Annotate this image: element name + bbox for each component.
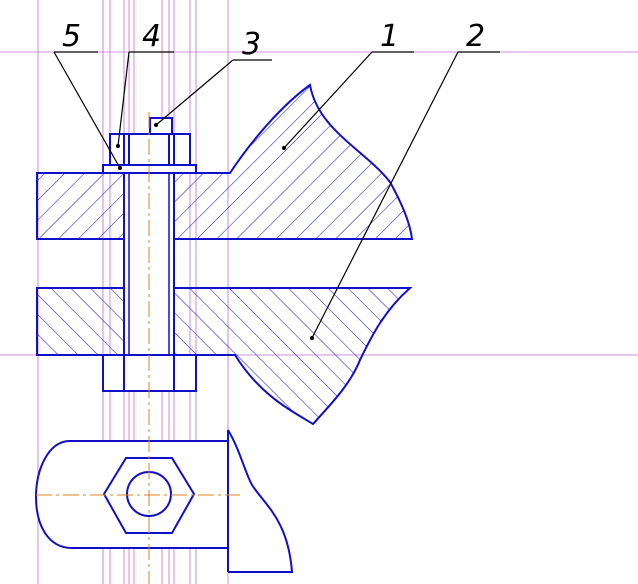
leader-dot-2: [310, 336, 314, 340]
leader-lines: [53, 51, 500, 339]
callout-label-2: 2: [466, 19, 485, 54]
leader-dot-1: [282, 146, 286, 150]
callout-label-3: 3: [242, 27, 261, 62]
leader-line-5: [53, 51, 121, 169]
leader-line-4: [117, 51, 130, 147]
leader-line-1: [283, 51, 373, 149]
leader-line-2: [311, 51, 459, 339]
lug-break-line: [227, 429, 294, 573]
leader-dots: [116, 123, 314, 340]
bolt-end-detail: [128, 134, 170, 165]
upper-plate-section: [36, 83, 414, 240]
lower-plate-section: [36, 287, 413, 426]
leader-dot-5: [118, 166, 122, 170]
leader-dot-3: [154, 123, 158, 127]
bolt-end: [149, 117, 173, 135]
callout-label-5: 5: [62, 19, 81, 54]
callout-label-4: 4: [142, 19, 161, 54]
center-lines: [36, 112, 240, 584]
leader-line-3: [155, 59, 234, 126]
callout-label-1: 1: [380, 19, 399, 54]
leader-dot-4: [116, 144, 120, 148]
nut: [109, 133, 191, 166]
